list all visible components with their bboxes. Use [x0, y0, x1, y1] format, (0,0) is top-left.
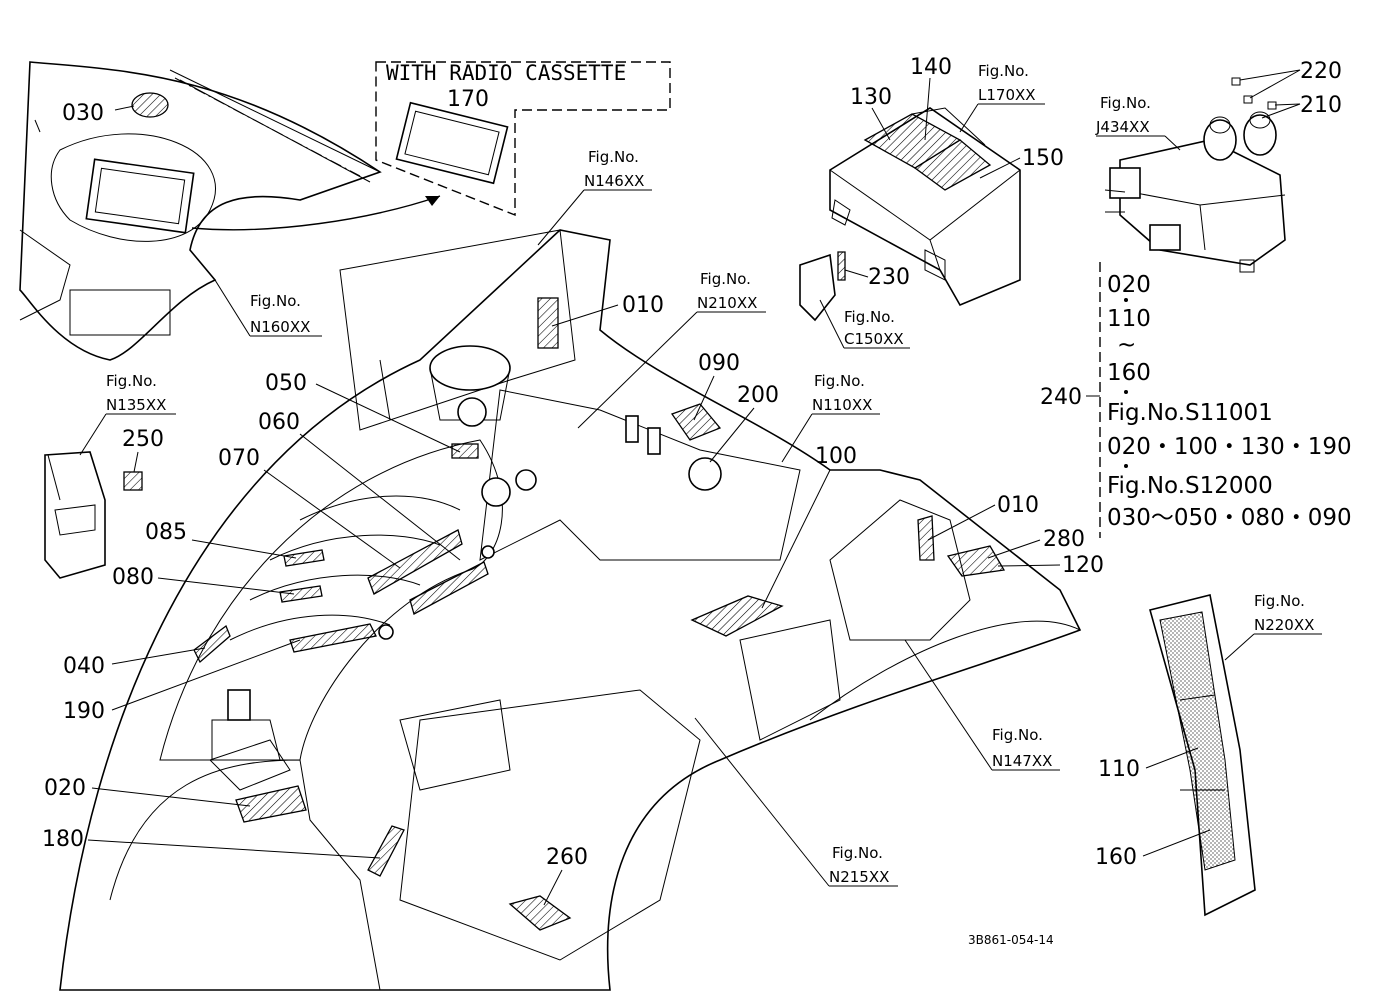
callout-030-top: 030 — [62, 101, 104, 126]
callout-090: 090 — [698, 351, 740, 376]
group-bracket-240 — [1086, 262, 1128, 538]
callout-230: 230 — [868, 265, 910, 290]
roof-panel-illustration — [19, 61, 441, 361]
fig-n210: N210XX — [697, 294, 757, 312]
callout-020: 020 — [44, 776, 86, 801]
cab-interior-illustration — [59, 229, 1256, 991]
radio-cassette-box — [375, 61, 671, 217]
callout-050: 050 — [265, 371, 307, 396]
fig-n160: N160XX — [250, 318, 310, 336]
callout-010-lower: 010 — [997, 493, 1039, 518]
fig-prefix-n160: Fig.No. — [250, 292, 301, 310]
group-line-4: 160 — [1107, 360, 1151, 386]
callout-080: 080 — [112, 565, 154, 590]
group-line-6: 020・100・130・190 — [1107, 434, 1352, 460]
callout-130: 130 — [850, 85, 892, 110]
callout-260: 260 — [546, 845, 588, 870]
fig-prefix-n215: Fig.No. — [832, 844, 883, 862]
group-line-3: ~ — [1117, 332, 1136, 358]
callout-100: 100 — [815, 444, 857, 469]
fig-n215: N215XX — [829, 868, 889, 886]
callout-160: 160 — [1095, 845, 1137, 870]
fig-j434: J434XX — [1095, 118, 1150, 136]
callout-070: 070 — [218, 446, 260, 471]
group-line-8: 030～050・080・090 — [1107, 505, 1352, 531]
callout-140: 140 — [910, 55, 952, 80]
callout-010-upper: 010 — [622, 293, 664, 318]
fig-n146: N146XX — [584, 172, 644, 190]
group-line-2: 110 — [1107, 306, 1151, 332]
callout-280: 280 — [1043, 527, 1085, 552]
callout-060: 060 — [258, 410, 300, 435]
callout-240: 240 — [1040, 385, 1082, 410]
fig-n220: N220XX — [1254, 616, 1314, 634]
group-line-5: Fig.No.S11001 — [1107, 400, 1273, 426]
callout-190: 190 — [63, 699, 105, 724]
fig-n135: N135XX — [106, 396, 166, 414]
callout-120: 120 — [1062, 553, 1104, 578]
callout-170: 170 — [447, 87, 489, 112]
decal-set — [123, 297, 1006, 931]
fig-prefix-j434: Fig.No. — [1100, 94, 1151, 112]
callout-110: 110 — [1098, 757, 1140, 782]
fig-prefix-n135: Fig.No. — [106, 372, 157, 390]
callout-220: 220 — [1300, 59, 1342, 84]
fig-l170: L170XX — [978, 86, 1036, 104]
group-line-7: Fig.No.S12000 — [1107, 473, 1273, 499]
fig-prefix-n110: Fig.No. — [814, 372, 865, 390]
callout-150: 150 — [1022, 146, 1064, 171]
fig-n147: N147XX — [992, 752, 1052, 770]
callout-180: 180 — [42, 827, 84, 852]
fig-prefix-n220: Fig.No. — [1254, 592, 1305, 610]
fig-prefix-n210: Fig.No. — [700, 270, 751, 288]
cover-box-illustration — [799, 107, 1021, 322]
callout-210: 210 — [1300, 93, 1342, 118]
fig-c150: C150XX — [844, 330, 904, 348]
fig-prefix-c150: Fig.No. — [844, 308, 895, 326]
n135-bracket-illustration — [44, 451, 106, 579]
callout-200: 200 — [737, 383, 779, 408]
fig-prefix-n147: Fig.No. — [992, 726, 1043, 744]
callout-085: 085 — [145, 520, 187, 545]
callout-250: 250 — [122, 427, 164, 452]
radio-cassette-label: WITH RADIO CASSETTE — [386, 61, 626, 85]
drawing-code: 3B861-054-14 — [968, 933, 1054, 947]
fig-prefix-n146: Fig.No. — [588, 148, 639, 166]
fig-n110: N110XX — [812, 396, 872, 414]
callout-040: 040 — [63, 654, 105, 679]
valve-assembly-illustration — [1104, 77, 1286, 273]
group-line-1: 020 — [1107, 272, 1151, 298]
fig-prefix-l170: Fig.No. — [978, 62, 1029, 80]
